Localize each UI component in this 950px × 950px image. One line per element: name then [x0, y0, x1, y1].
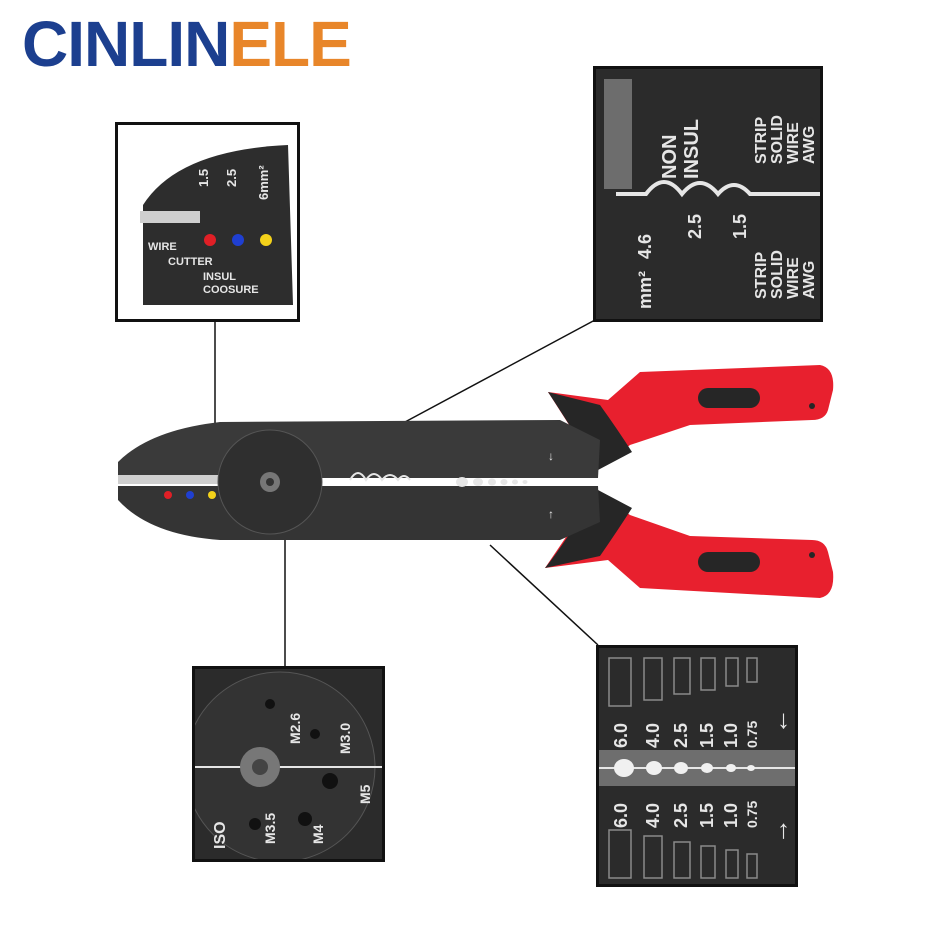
bolt-m5: M5 — [357, 784, 373, 804]
bolt-m35: M3.5 — [262, 813, 278, 844]
stripper-notches — [349, 472, 411, 482]
cutter-label-wire: WIRE — [148, 241, 177, 253]
stripper-detail: NON INSUL STRIP SOLID WIRE AWG mm² 4.6 2… — [604, 79, 820, 309]
stripper-awg-2: AWG — [801, 261, 818, 299]
stripper-insul: INSUL — [681, 119, 703, 179]
upper-handle — [548, 365, 834, 470]
gauge-upper-3: 1.5 — [697, 723, 717, 748]
gauge-lower-2: 2.5 — [671, 803, 691, 828]
inset-gauge: 6.0 4.0 2.5 1.5 1.0 0.75 6.0 4.0 2.5 1.5… — [596, 645, 798, 887]
dot-yellow — [208, 491, 216, 499]
gauge-arrow-down-icon: ↓ — [777, 704, 790, 734]
stripper-wire: WIRE — [785, 122, 802, 164]
bolt-cutter-detail: M2.6 M3.0 M5 ISO M3.5 M4 — [195, 671, 382, 859]
stripper-size1: 4.6 — [635, 234, 655, 259]
stripper-size3: 1.5 — [730, 214, 750, 239]
callout-line-stripper — [404, 319, 596, 423]
wire-cutter-detail: 1.5 2.5 6mm² WIRE CUTTER INSUL COOSURE — [140, 145, 293, 305]
gauge-detail: 6.0 4.0 2.5 1.5 1.0 0.75 6.0 4.0 2.5 1.5… — [599, 657, 795, 879]
arrow-down-icon: ↓ — [548, 449, 554, 463]
dot-blue — [186, 491, 194, 499]
gauge-lower-0: 6.0 — [611, 803, 631, 828]
stripper-mm2: mm² — [635, 271, 655, 309]
stripper-size2: 2.5 — [685, 214, 705, 239]
stripper-non: NON — [659, 135, 681, 179]
stripper-awg: AWG — [801, 126, 818, 164]
gauge-holes — [456, 477, 528, 487]
cutter-size-1: 1.5 — [196, 169, 211, 187]
gauge-lower-4: 1.0 — [721, 803, 741, 828]
cutter-size-2: 2.5 — [224, 169, 239, 187]
bolt-m30: M3.0 — [337, 723, 353, 754]
bolt-iso: ISO — [212, 821, 229, 849]
gauge-lower-1: 4.0 — [643, 803, 663, 828]
gauge-lower-5: 0.75 — [744, 801, 760, 828]
bolt-m26: M2.6 — [287, 713, 303, 744]
upper-jaw — [118, 420, 600, 478]
stripper-solid-2: SOLID — [769, 250, 786, 299]
gauge-upper-2: 2.5 — [671, 723, 691, 748]
cutter-size-3: 6mm² — [256, 165, 271, 200]
gauge-upper-0: 6.0 — [611, 723, 631, 748]
cutter-label-cutter: CUTTER — [168, 256, 213, 268]
callout-line-gauge — [489, 544, 599, 646]
cutter-label-insul: INSUL — [203, 271, 236, 283]
stripper-strip-2: STRIP — [753, 252, 770, 299]
gauge-upper-1: 4.0 — [643, 723, 663, 748]
inset-stripper: NON INSUL STRIP SOLID WIRE AWG mm² 4.6 2… — [593, 66, 823, 322]
bolt-m4: M4 — [310, 824, 326, 844]
arrow-up-icon: ↑ — [548, 507, 554, 521]
gauge-lower-3: 1.5 — [697, 803, 717, 828]
stripper-wire-2: WIRE — [785, 257, 802, 299]
inset-bolt-cutter: M2.6 M3.0 M5 ISO M3.5 M4 — [192, 666, 385, 862]
brand-logo: CINLINELE — [22, 8, 352, 80]
cutter-blade — [118, 475, 228, 484]
stripper-strip: STRIP — [753, 117, 770, 164]
gauge-upper-4: 1.0 — [721, 723, 741, 748]
dot-red — [164, 491, 172, 499]
gauge-arrow-up-icon: ↑ — [777, 814, 790, 844]
lower-handle — [545, 490, 834, 598]
inset-wire-cutter: 1.5 2.5 6mm² WIRE CUTTER INSUL COOSURE — [115, 122, 300, 322]
brand-logo-part2: ELE — [229, 8, 351, 80]
brand-logo-part1: CINLIN — [22, 8, 230, 80]
stripper-solid: SOLID — [769, 115, 786, 164]
gauge-upper-5: 0.75 — [744, 721, 760, 748]
cutter-label-coosure: COOSURE — [203, 284, 259, 296]
